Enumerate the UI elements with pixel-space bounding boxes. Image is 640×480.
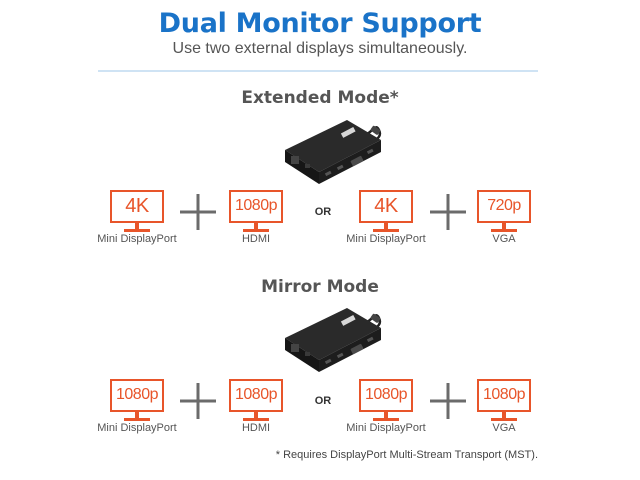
monitor-resolution: 1080p (235, 386, 278, 403)
docking-station-image-extended (255, 112, 395, 202)
monitor-icon: 4K (110, 189, 164, 235)
port-label: HDMI (241, 422, 271, 434)
monitor-resolution: 1080p (235, 197, 278, 214)
or-separator: OR (314, 395, 332, 407)
docking-station-icon (285, 308, 382, 372)
extended-mode-title: Extended Mode* (241, 88, 399, 108)
docking-station-image-mirror (255, 300, 395, 390)
monitor-icon: 1080p (359, 378, 413, 424)
port-label: Mini DisplayPort (346, 422, 426, 434)
monitor-resolution: 4K (125, 194, 149, 217)
monitor-resolution: 720p (487, 197, 521, 214)
port-label: VGA (492, 422, 516, 434)
monitor-icon: 1080p (477, 378, 531, 424)
plus-icon (178, 381, 218, 421)
monitor-resolution: 1080p (365, 386, 408, 403)
header-divider (98, 70, 538, 72)
page-title: Dual Monitor Support (158, 8, 482, 39)
plus-icon (428, 192, 468, 232)
monitor-icon: 1080p (229, 189, 283, 235)
monitor-resolution: 1080p (116, 386, 159, 403)
mirror-mode-title: Mirror Mode (261, 277, 379, 297)
port-label: Mini DisplayPort (97, 422, 177, 434)
monitor-icon: 720p (477, 189, 531, 235)
docking-station-icon (285, 120, 382, 184)
monitor-resolution: 4K (374, 194, 398, 217)
page-subtitle: Use two external displays simultaneously… (172, 40, 468, 57)
port-label: Mini DisplayPort (97, 233, 177, 245)
monitor-icon: 4K (359, 189, 413, 235)
monitor-icon: 1080p (110, 378, 164, 424)
port-label: HDMI (241, 233, 271, 245)
port-label: Mini DisplayPort (346, 233, 426, 245)
footnote: * Requires DisplayPort Multi-Stream Tran… (275, 449, 538, 461)
monitor-icon: 1080p (229, 378, 283, 424)
or-separator: OR (314, 206, 332, 218)
plus-icon (428, 381, 468, 421)
port-label: VGA (492, 233, 516, 245)
monitor-resolution: 1080p (483, 386, 526, 403)
plus-icon (178, 192, 218, 232)
